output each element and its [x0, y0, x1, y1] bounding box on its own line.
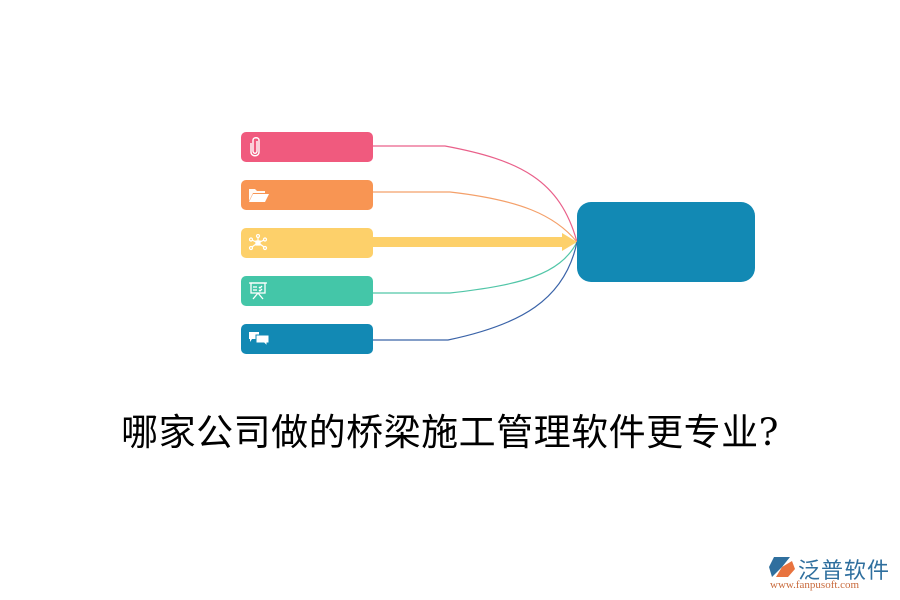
arrow-head	[562, 233, 577, 251]
source-node-presentation[interactable]	[241, 276, 373, 306]
connector-line-1	[373, 145, 578, 243]
connector-line-5	[373, 241, 578, 341]
folder-open-icon	[248, 187, 270, 203]
source-node-attachment[interactable]	[241, 132, 373, 162]
fanpu-logo-icon	[768, 555, 796, 583]
mind-map-diagram	[241, 132, 755, 354]
connector-line-4	[373, 241, 578, 294]
connector-lines	[373, 145, 578, 341]
source-node-folder[interactable]	[241, 180, 373, 210]
logo-name: 泛普软件	[798, 559, 891, 584]
target-node[interactable]	[577, 202, 755, 282]
chat-bubbles-icon	[248, 331, 270, 347]
paperclip-icon	[248, 136, 262, 158]
brand-logo: 泛普软件 www.fanpusoft.com	[768, 553, 893, 593]
connector-line-2	[373, 191, 578, 243]
source-node-network[interactable]	[241, 228, 373, 258]
presentation-board-icon	[248, 281, 268, 301]
network-hub-icon	[248, 234, 268, 252]
arrow-shaft	[373, 237, 563, 247]
logo-url: www.fanpusoft.com	[770, 579, 860, 591]
page-title: 哪家公司做的桥梁施工管理软件更专业?	[121, 411, 779, 454]
source-node-chat[interactable]	[241, 324, 373, 354]
